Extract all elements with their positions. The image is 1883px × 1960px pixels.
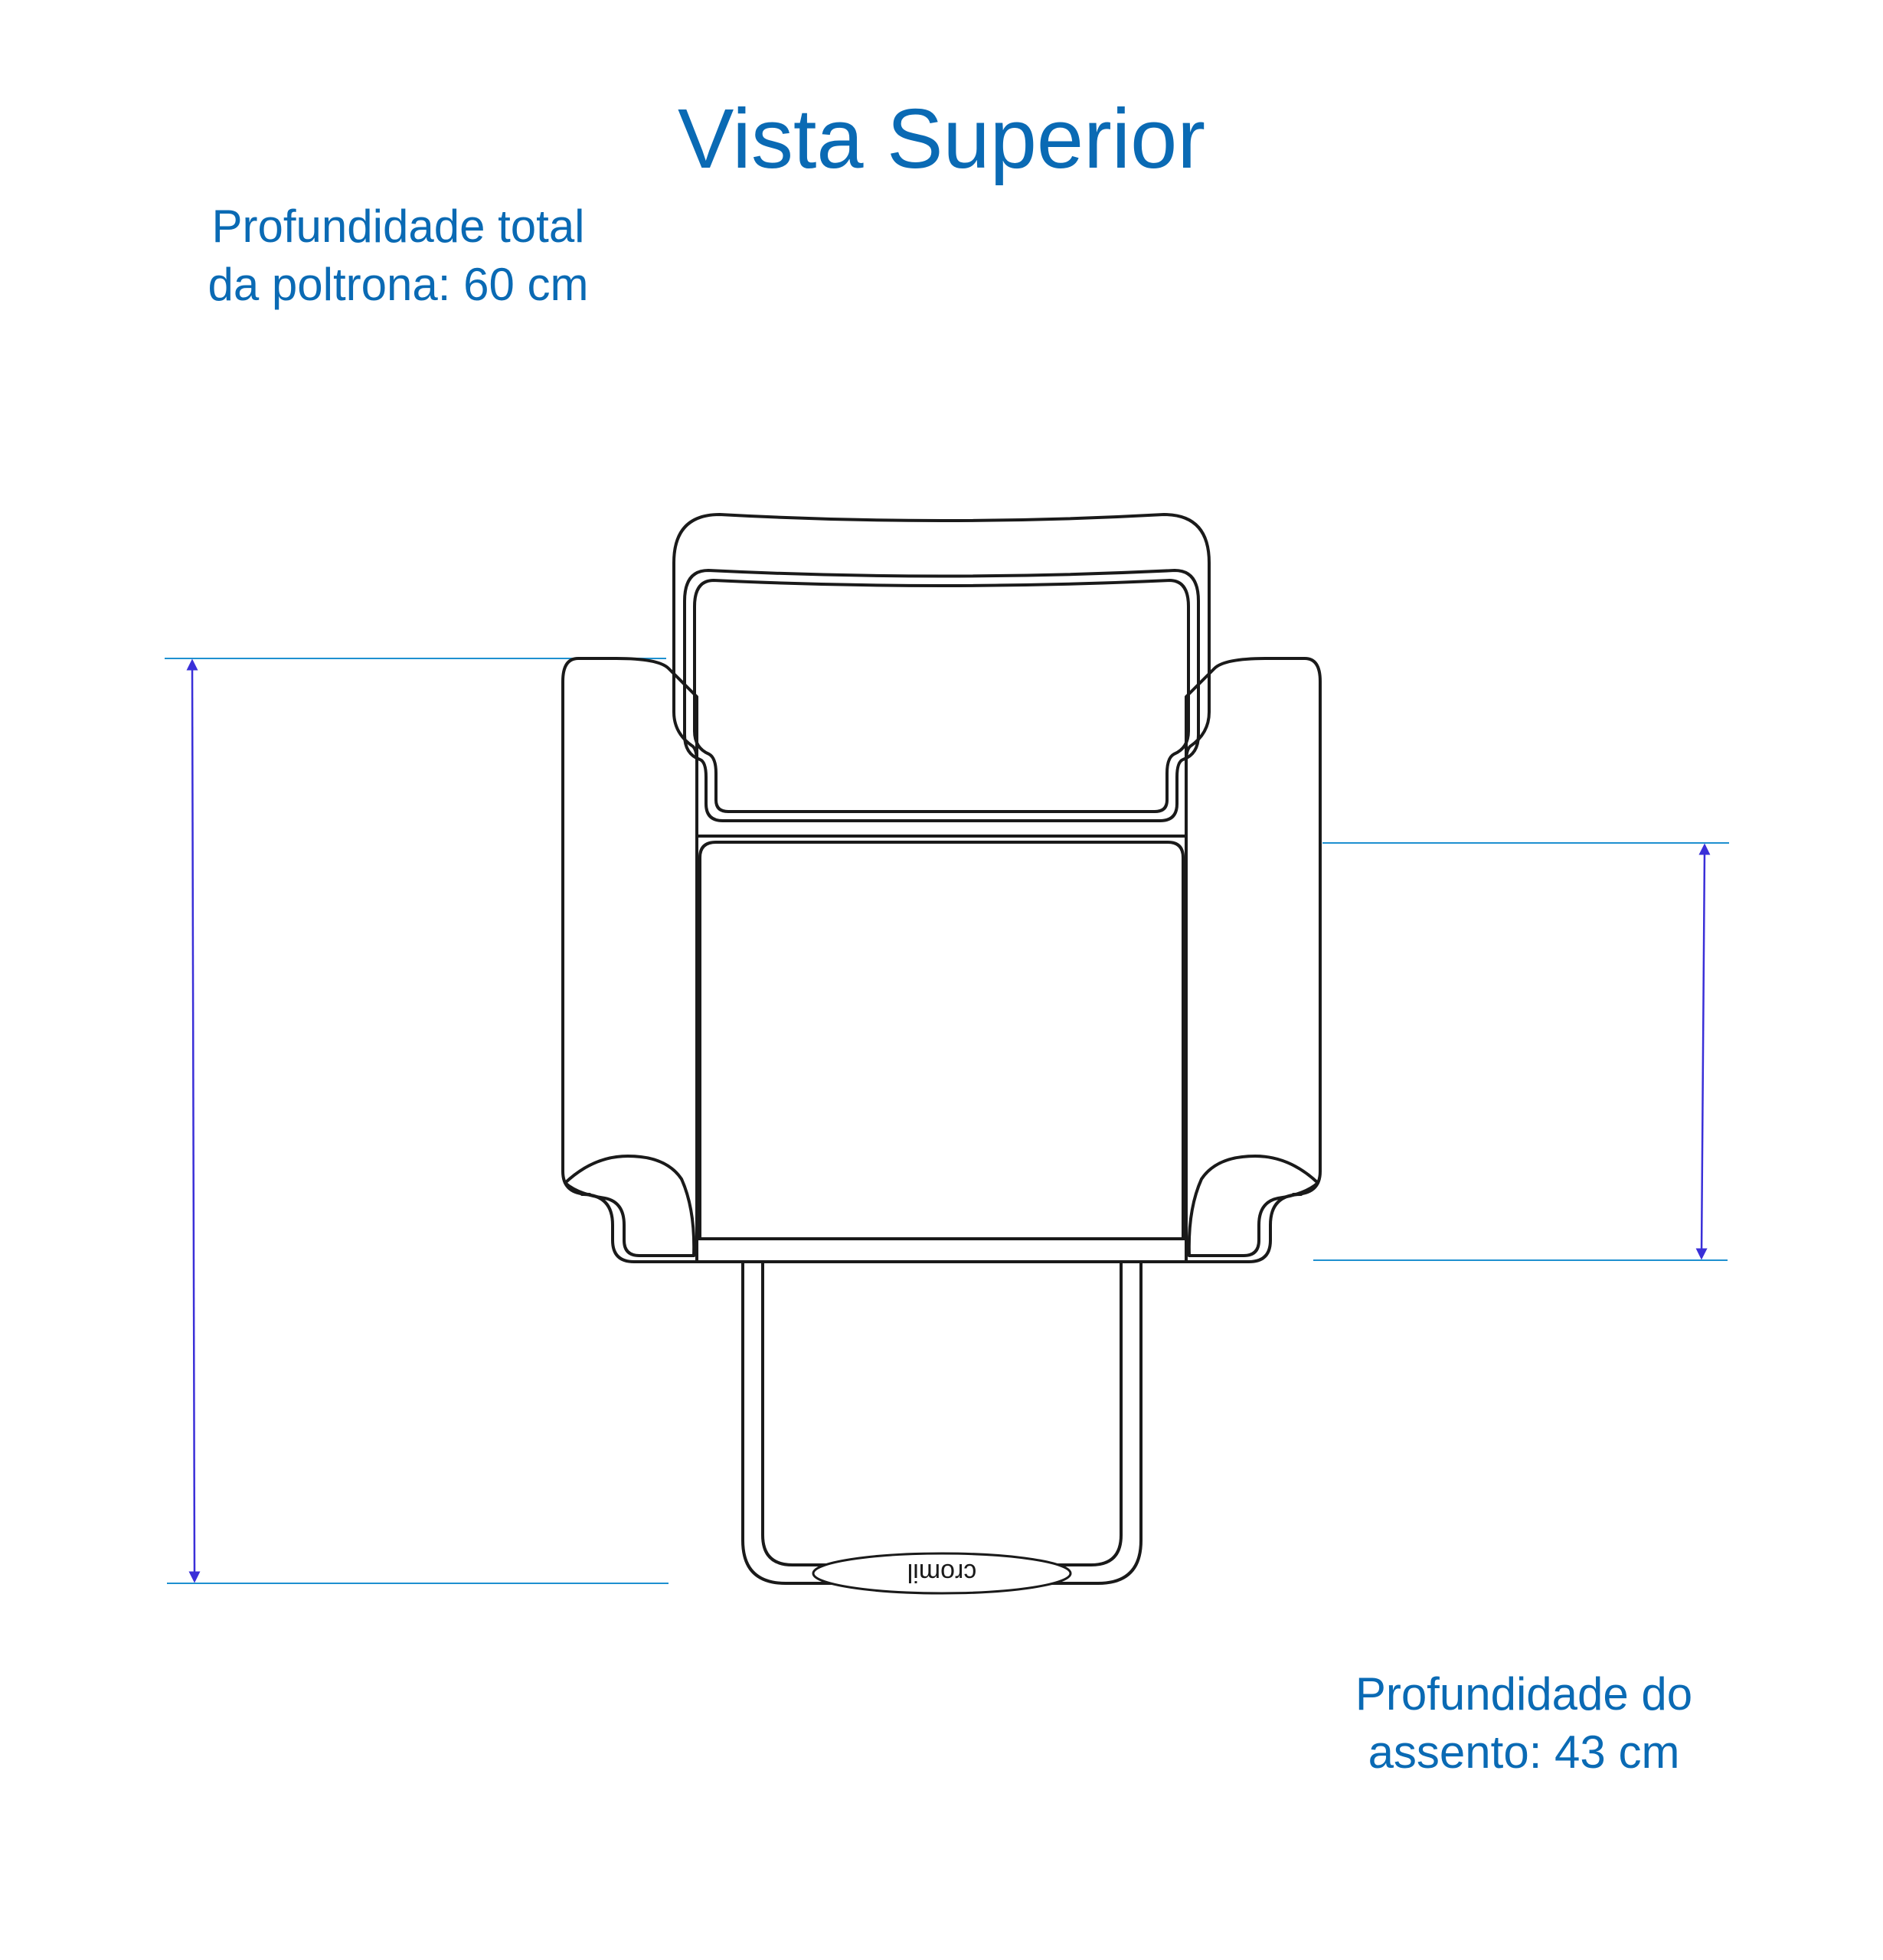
total-depth-arrow (186, 658, 201, 1583)
logo-plate: cromil (812, 1552, 1072, 1595)
total-depth-label: Profundidade total da poltrona: 60 cm (168, 198, 628, 314)
seat-depth-label-line2: assento: 43 cm (1368, 1726, 1680, 1778)
total-depth-label-line2: da poltrona: 60 cm (208, 259, 589, 310)
logo-text: cromil (907, 1558, 977, 1587)
base-frame (741, 1263, 1143, 1585)
seat-depth-dimension (1313, 842, 1729, 1261)
logo-plate-shape (812, 1552, 1072, 1595)
left-arm-front (564, 1155, 696, 1257)
left-arm (561, 657, 698, 1263)
seat-depth-label: Profundidade do assento: 43 cm (1294, 1665, 1754, 1782)
seat-depth-label-line1: Profundidade do (1355, 1668, 1693, 1720)
page-title: Vista Superior (678, 92, 1205, 186)
total-depth-dimension (165, 658, 669, 1584)
chair-outline (561, 513, 1322, 1585)
base-frame-inner (761, 1263, 1123, 1566)
backrest-cushion (683, 569, 1200, 822)
right-arm (1185, 657, 1322, 1263)
seat-cushion (698, 841, 1185, 1240)
seat-depth-arrow (1695, 843, 1711, 1260)
right-arm-front (1187, 1155, 1319, 1257)
backrest-cushion-inner (693, 579, 1190, 813)
backrest-outer (672, 513, 1211, 838)
total-depth-label-line1: Profundidade total (211, 201, 585, 252)
